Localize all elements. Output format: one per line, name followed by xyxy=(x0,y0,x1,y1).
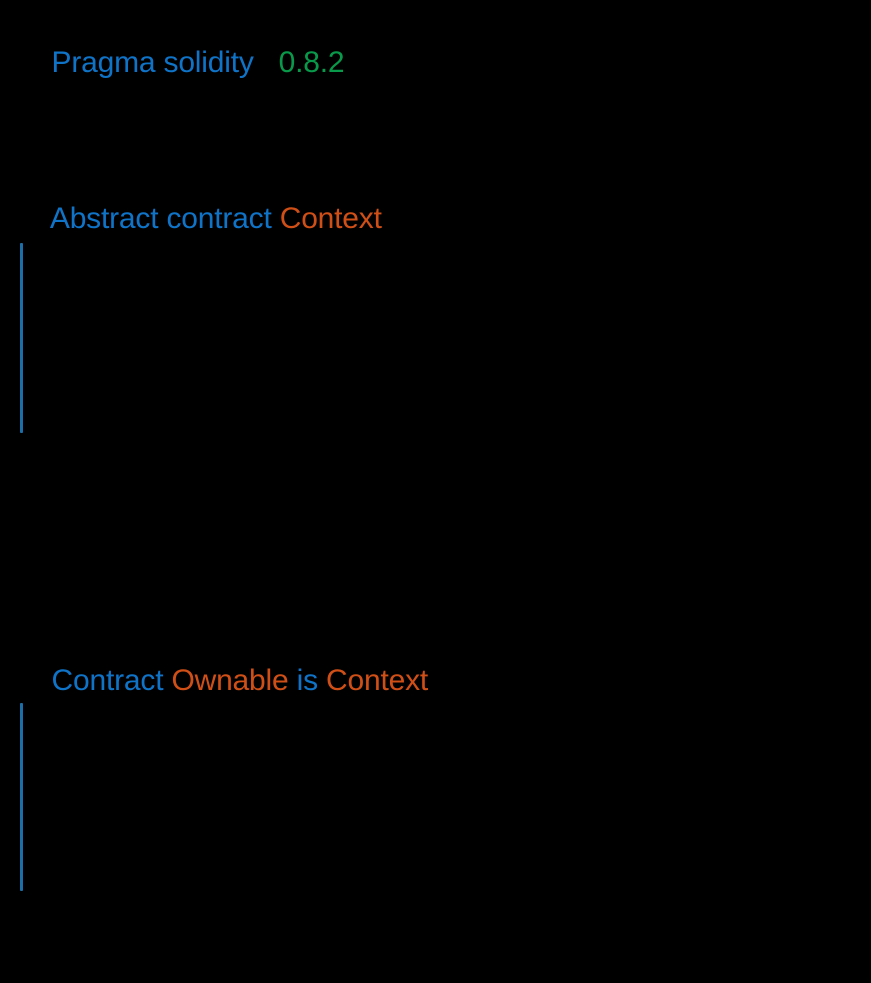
abstract-contract-name: Context xyxy=(279,202,382,235)
inherits-keyword: is xyxy=(296,664,318,697)
abstract-contract-keyword: Abstract contract xyxy=(49,202,272,235)
contract-name: Ownable xyxy=(171,664,289,697)
heading-space xyxy=(272,202,280,235)
contract-ownable-heading: Contract Ownable is Context xyxy=(19,630,429,732)
heading-space-2 xyxy=(288,664,296,697)
heading-space-3 xyxy=(318,664,326,697)
base-contract-name: Context xyxy=(326,664,429,697)
context-block-body xyxy=(34,243,871,433)
ownable-block-guide-bar xyxy=(20,703,23,891)
pragma-version: 0.8.2 xyxy=(278,46,345,79)
pragma-keyword: Pragma solidity xyxy=(51,46,254,79)
ownable-block-body xyxy=(34,703,871,891)
context-block-guide-bar xyxy=(20,243,23,433)
abstract-contract-heading: Abstract contract Context xyxy=(19,168,382,270)
pragma-statement: Pragma solidity 0.8.2 xyxy=(19,12,345,114)
contract-keyword: Contract xyxy=(51,664,164,697)
